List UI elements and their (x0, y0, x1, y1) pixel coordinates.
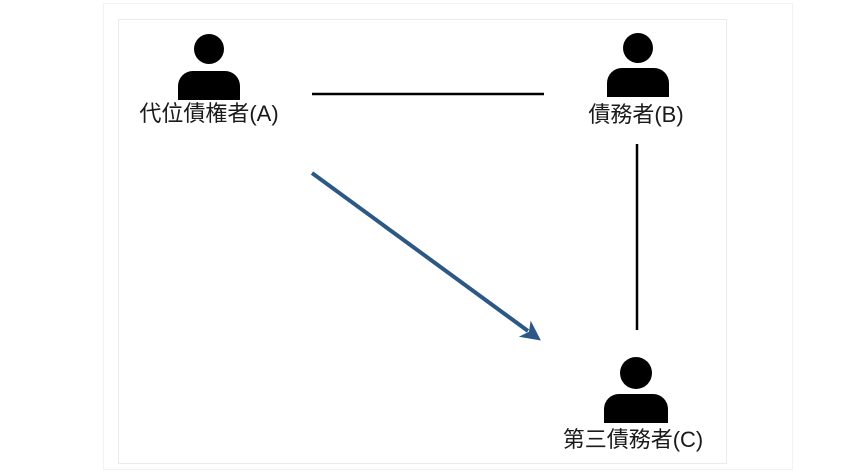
person-torso-icon (604, 394, 668, 423)
person-icon-subrogating-creditor (178, 34, 240, 100)
outer-frame (103, 3, 793, 470)
person-head-icon (623, 33, 653, 63)
person-head-icon (620, 357, 652, 389)
person-icon-third-party-debtor (604, 357, 668, 423)
person-torso-icon (178, 71, 240, 100)
actor-label-c: 第三債務者(C) (562, 427, 704, 452)
person-head-icon (194, 34, 224, 64)
person-torso-icon (607, 68, 669, 97)
actor-label-b: 債務者(B) (588, 102, 684, 127)
person-icon-debtor (607, 33, 669, 99)
actor-label-a: 代位債権者(A) (139, 101, 279, 126)
